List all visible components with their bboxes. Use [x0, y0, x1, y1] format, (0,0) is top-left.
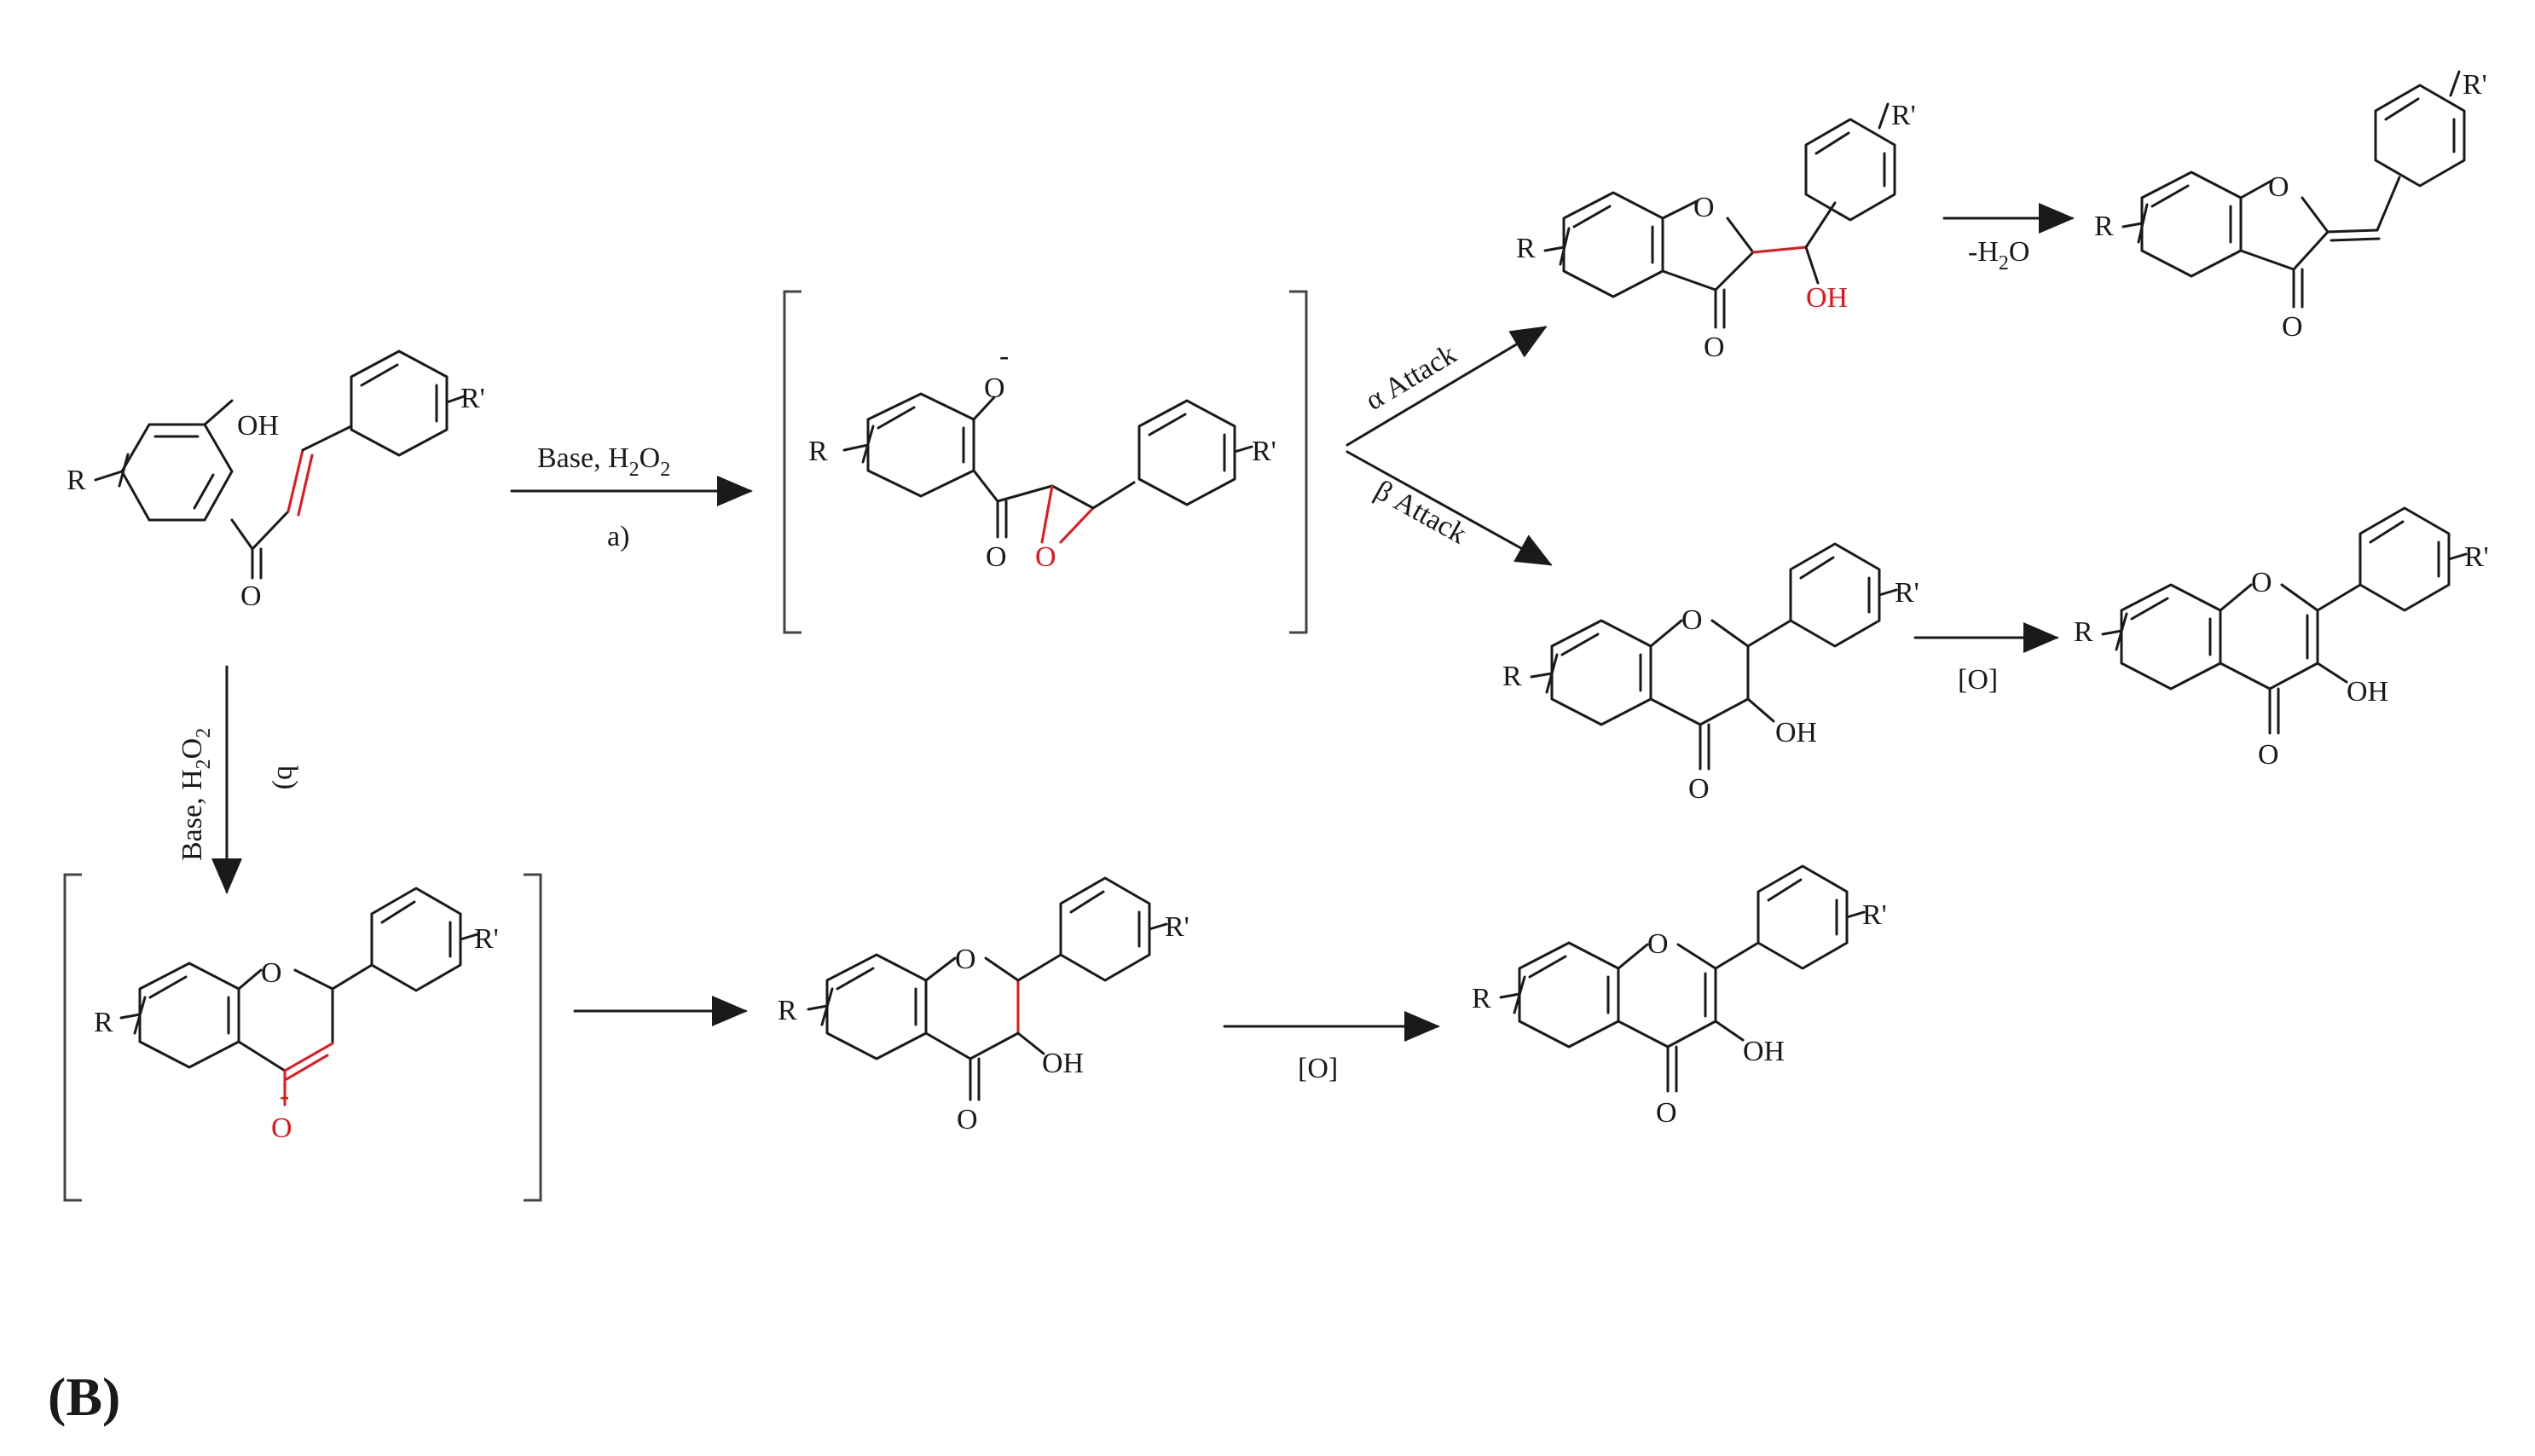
epoxide-carbonyl-o: O — [986, 541, 1007, 573]
alpha-attack-label: α Attack — [1360, 338, 1461, 417]
flavanonol-lower-carbonyl-o: O — [957, 1104, 978, 1135]
aurone-carbonyl-o: O — [2282, 311, 2303, 343]
flavonol-upper-r-prime: R' — [2464, 541, 2489, 573]
flavonol-upper: R O O OH R' — [2074, 506, 2489, 771]
aurone-precursor-r-prime: R' — [1891, 100, 1916, 131]
reagent-a: Base, H2O2 — [537, 442, 670, 481]
flavonol-lower: R O O OH R' — [1472, 864, 1887, 1129]
flavanonol-beta-r: R — [1502, 661, 1522, 692]
oxidation-lower-label: [O] — [1298, 1053, 1338, 1084]
flavonol-upper-ring-o: O — [2251, 567, 2272, 598]
flavanonol-lower-r: R — [778, 995, 797, 1026]
aurone-product: R O O R' — [2094, 69, 2487, 343]
aurone-precursor-r: R — [1516, 233, 1536, 264]
oxidation-arrow-lower: [O] — [1223, 1011, 1440, 1084]
flavonol-lower-r: R — [1472, 983, 1491, 1014]
epoxide-r-prime: R' — [1252, 436, 1276, 467]
epoxide-ring-o: O — [1035, 541, 1056, 573]
aurone-r-prime: R' — [2463, 69, 2487, 101]
attack-arrows: α Attack β Attack — [1346, 326, 1553, 566]
flavanonol-beta-oh: OH — [1775, 717, 1817, 748]
flavanonol-lower-oh: OH — [1042, 1048, 1084, 1079]
chalcone-structure: R OH O R' — [67, 350, 485, 612]
reagent-b: Base, H2O2 — [177, 728, 215, 861]
epoxide-phenoxide-charge: - — [999, 340, 1009, 372]
enolate-r: R — [94, 1007, 113, 1038]
chalcone-carbonyl-o: O — [240, 581, 262, 612]
step-b-label: b) — [271, 766, 303, 789]
flavanonol-beta-ring-o: O — [1681, 604, 1703, 636]
flavonol-lower-carbonyl-o: O — [1656, 1097, 1677, 1129]
aurone-r: R — [2094, 211, 2114, 242]
oxidation-upper-label: [O] — [1958, 664, 1998, 696]
chalcone-r-prime: R' — [460, 383, 485, 414]
flavanonol-beta-carbonyl-o: O — [1688, 773, 1710, 805]
flavonol-upper-oh: OH — [2347, 676, 2388, 708]
aurone-precursor-oh: OH — [1806, 282, 1848, 314]
aurone-precursor: R O O OH R' — [1516, 100, 1916, 363]
flavanonol-beta-r-prime: R' — [1895, 577, 1919, 609]
flavanonol-lower-ring-o: O — [955, 944, 976, 975]
enolate-r-prime: R' — [474, 923, 499, 955]
flavanonol-lower: R O O OH R' — [778, 876, 1189, 1135]
aurone-precursor-carbonyl-o: O — [1704, 332, 1725, 363]
epoxide-phenoxide-o: O — [984, 373, 1005, 404]
enolate-ring-o: O — [261, 957, 282, 989]
epoxide-r: R — [808, 436, 828, 467]
dehydration-label: -H2O — [1968, 236, 2029, 274]
flavonol-lower-ring-o: O — [1647, 928, 1669, 960]
arrow-a: Base, H2O2 a) — [510, 442, 753, 552]
chalcone-r: R — [67, 465, 86, 496]
epoxide-intermediate: R O - O O R' — [783, 290, 1308, 634]
arrow-b: Base, H2O2 b) — [177, 665, 303, 894]
chalcone-oh: OH — [237, 410, 279, 442]
enolate-intermediate: R O O - R' — [63, 873, 542, 1202]
enolate-charge: - — [280, 1080, 289, 1112]
step-a-label: a) — [607, 521, 629, 552]
aurone-precursor-ring-o: O — [1693, 192, 1715, 223]
aurone-ring-o: O — [2268, 171, 2289, 203]
flavonol-upper-carbonyl-o: O — [2258, 739, 2279, 771]
flavonol-lower-r-prime: R' — [1862, 899, 1887, 931]
dehydration-arrow: -H2O — [1942, 203, 2075, 274]
oxidation-arrow-upper: [O] — [1913, 622, 2059, 696]
flavanonol-beta: R O O OH R' — [1502, 542, 1919, 805]
panel-label: (B) — [48, 1366, 120, 1427]
flavonol-upper-r: R — [2074, 616, 2093, 648]
flavanonol-lower-r-prime: R' — [1165, 911, 1189, 943]
enolate-o-minus: O — [271, 1112, 292, 1144]
flavonol-lower-oh: OH — [1743, 1036, 1785, 1067]
